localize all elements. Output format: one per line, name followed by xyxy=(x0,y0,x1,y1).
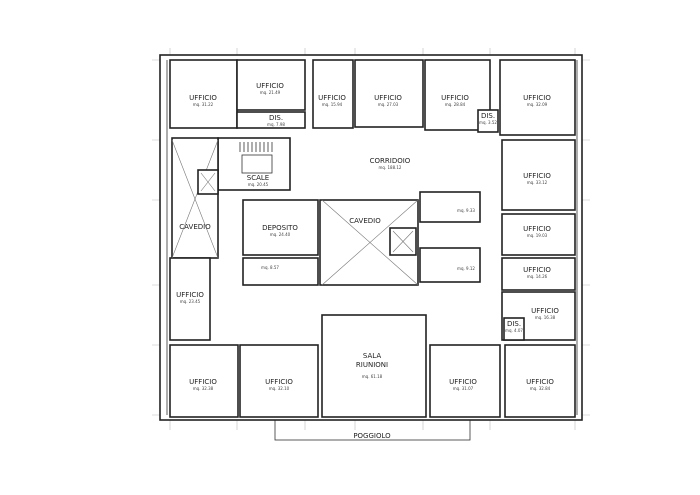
ufficio-11-area: mq. 23.45 xyxy=(180,299,201,304)
dis-3-name: DIS. xyxy=(507,320,521,328)
scale-name: SCALE xyxy=(247,174,269,182)
ufficio-2-room xyxy=(236,59,306,111)
ufficio-5-name: UFFICIO xyxy=(441,94,469,102)
ufficio-9-room xyxy=(501,257,576,291)
ufficio-9-name: UFFICIO xyxy=(523,266,551,274)
scale-room xyxy=(217,137,291,191)
sala-riunioni-name: SALA xyxy=(363,352,381,360)
wc-2-room xyxy=(419,191,481,223)
ufficio-1-name: UFFICIO xyxy=(189,94,217,102)
ufficio-7-room xyxy=(501,139,576,211)
wc-1-room xyxy=(242,257,319,286)
dis-3-room xyxy=(503,317,525,341)
ufficio-8-area: mq. 19.03 xyxy=(527,233,548,238)
ufficio-9-area: mq. 14.26 xyxy=(527,274,548,279)
ufficio-6-room xyxy=(499,59,576,136)
cavedio-left-cross xyxy=(171,139,219,259)
ufficio-10-name: UFFICIO xyxy=(531,307,559,315)
poggiolo-name: POGGIOLO xyxy=(353,432,391,440)
ufficio-3-room xyxy=(312,59,354,129)
ufficio-7-area: mq. 33.12 xyxy=(527,180,548,185)
ufficio-2-name: UFFICIO xyxy=(256,82,284,90)
elevator-icon xyxy=(197,169,417,256)
wc-1-area: mq. 8.57 xyxy=(261,265,279,270)
deposito-name: DEPOSITO xyxy=(262,224,298,232)
scale-area: mq. 20.45 xyxy=(248,182,269,187)
ufficio-14-name: UFFICIO xyxy=(449,378,477,386)
ufficio-13-room xyxy=(239,344,319,418)
wc-3-area: mq. 9.12 xyxy=(457,266,475,271)
wc-3-room xyxy=(419,247,481,283)
cavedio-center-cross xyxy=(321,199,419,286)
ufficio-15-name: UFFICIO xyxy=(526,378,554,386)
sala-riunioni-room xyxy=(321,314,427,418)
ufficio-8-name: UFFICIO xyxy=(523,225,551,233)
ufficio-2-area: mq. 21.49 xyxy=(260,90,281,95)
dis-1-area: mq. 7.98 xyxy=(267,122,285,127)
ufficio-4-area: mq. 27.03 xyxy=(378,102,399,107)
ufficio-14-room xyxy=(429,344,501,418)
ufficio-1-area: mq. 31.22 xyxy=(193,102,214,107)
sala-riunioni-name: RIUNIONI xyxy=(356,361,388,369)
ufficio-4-name: UFFICIO xyxy=(374,94,402,102)
dis-1-name: DIS. xyxy=(269,114,283,122)
ufficio-7-name: UFFICIO xyxy=(523,172,551,180)
dis-2-area: mq. 3.52 xyxy=(479,120,497,125)
room-outlines xyxy=(169,59,576,418)
ufficio-14-area: mq. 31.07 xyxy=(453,386,474,391)
ufficio-1-room xyxy=(169,59,238,129)
ufficio-10-area: mq. 16.38 xyxy=(535,315,556,320)
deposito-area: mq. 24.40 xyxy=(270,232,291,237)
sala-riunioni-area: mq. 61.18 xyxy=(362,374,383,379)
deposito-room xyxy=(242,199,319,256)
ufficio-12-area: mq. 32.38 xyxy=(193,386,214,391)
ufficio-12-name: UFFICIO xyxy=(189,378,217,386)
ufficio-15-room xyxy=(504,344,576,418)
ufficio-3-name: UFFICIO xyxy=(318,94,346,102)
corridoio-area: mq. 188.12 xyxy=(379,165,402,170)
ufficio-13-name: UFFICIO xyxy=(265,378,293,386)
ufficio-3-area: mq. 15.94 xyxy=(322,102,343,107)
wc-2-area: mq. 9.33 xyxy=(457,208,475,213)
corridoio-name: CORRIDOIO xyxy=(370,157,411,165)
ufficio-13-area: mq. 32.10 xyxy=(269,386,290,391)
ufficio-11-name: UFFICIO xyxy=(176,291,204,299)
cavedio-left-name: CAVEDIO xyxy=(179,223,211,231)
cavedio-center-name: CAVEDIO xyxy=(349,217,381,225)
stairs-icon xyxy=(239,142,273,174)
ufficio-6-name: UFFICIO xyxy=(523,94,551,102)
dis-2-name: DIS. xyxy=(481,112,495,120)
ufficio-8-room xyxy=(501,213,576,256)
dis-1-room xyxy=(236,111,306,129)
ufficio-4-room xyxy=(354,59,424,128)
ufficio-11-room xyxy=(169,257,211,341)
dis-2-room xyxy=(477,109,499,133)
ufficio-12-room xyxy=(169,344,239,418)
ufficio-5-area: mq. 28.84 xyxy=(445,102,466,107)
ufficio-15-area: mq. 32.84 xyxy=(530,386,551,391)
dis-3-area: mq. 4.07 xyxy=(505,328,523,333)
ufficio-6-area: mq. 32.09 xyxy=(527,102,548,107)
